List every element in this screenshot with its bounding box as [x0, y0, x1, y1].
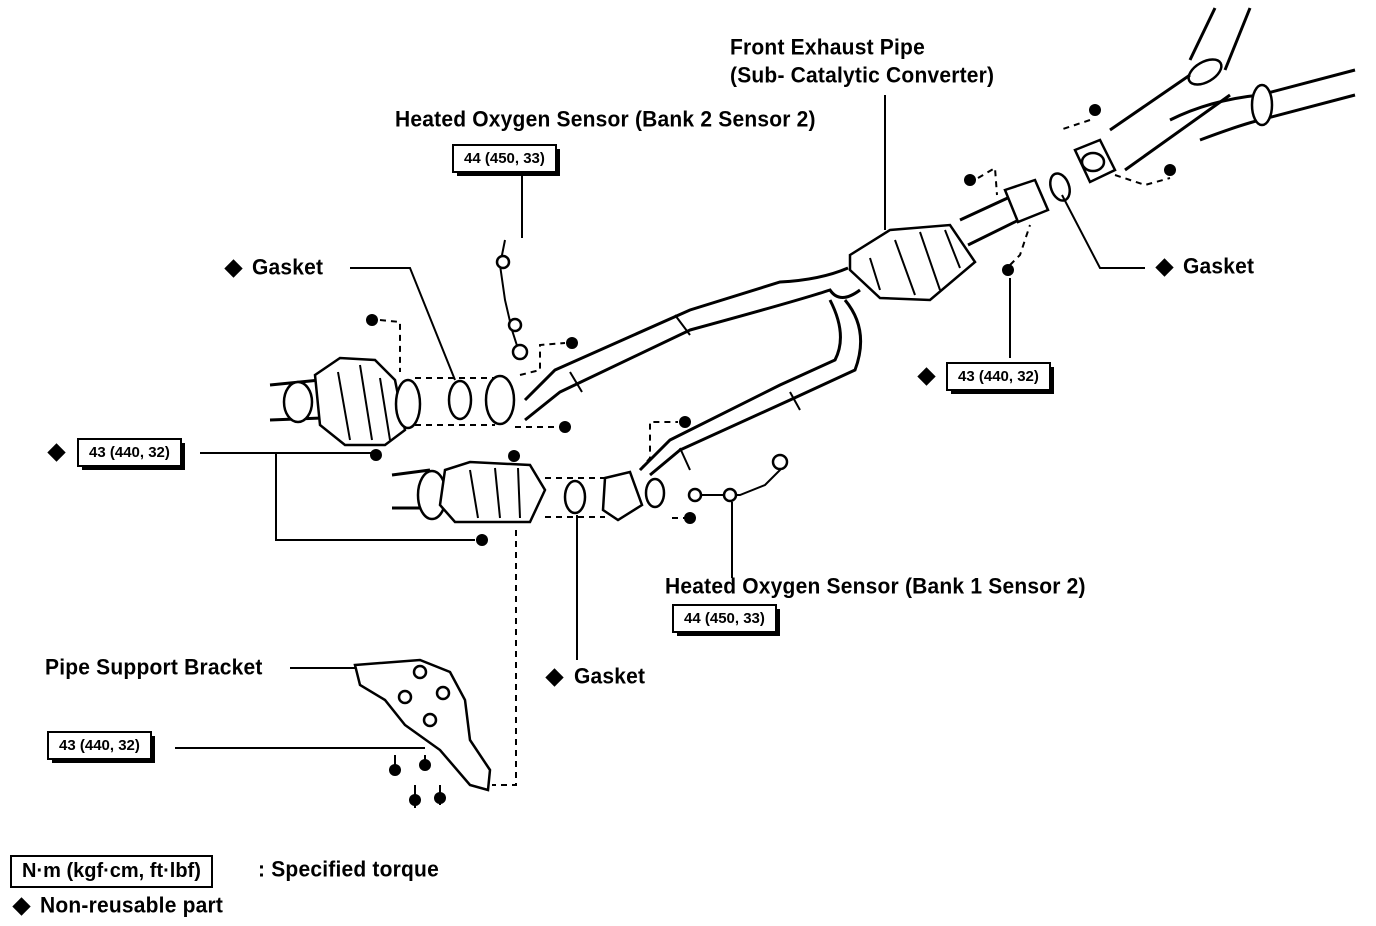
pipe-support-bracket-label: Pipe Support Bracket [45, 655, 263, 680]
pipe-support-bracket-drawing [353, 530, 517, 808]
sub-catalytic-converter-label: (Sub- Catalytic Converter) [730, 63, 995, 88]
front-exhaust-pipe [523, 166, 1071, 477]
ho2s-bank1-drawing [687, 453, 789, 503]
legend-torque-text: : Specified torque [258, 857, 439, 882]
torque-box-front-pipe-flange: 43 (440, 32) [946, 362, 1054, 394]
torque-box-left-flange: 43 (440, 32) [77, 438, 185, 470]
legend-torque-box: N·m (kgf·cm, ft·lbf) [10, 855, 213, 888]
ho2s-bank1-label: Heated Oxygen Sensor (Bank 1 Sensor 2) [665, 574, 1086, 599]
catalyst-bank2 [269, 314, 578, 461]
gasket-bottom-label: Gasket [574, 664, 646, 689]
rear-pipe [1059, 7, 1356, 187]
torque-box-bracket: 43 (440, 32) [47, 731, 155, 763]
torque-box-ho2s-bank2: 44 (450, 33) [452, 144, 560, 176]
front-exhaust-pipe-label: Front Exhaust Pipe [730, 35, 925, 60]
gasket-right-label: Gasket [1183, 254, 1255, 279]
torque-box-ho2s-bank1: 44 (450, 33) [672, 604, 780, 636]
ho2s-bank2-drawing [495, 239, 529, 361]
leader-lines [175, 95, 1145, 749]
legend-nonreusable-text: Non-reusable part [40, 893, 224, 918]
ho2s-bank2-label: Heated Oxygen Sensor (Bank 2 Sensor 2) [395, 107, 816, 132]
catalyst-bank1 [391, 416, 696, 546]
gasket-top-left-label: Gasket [252, 255, 324, 280]
